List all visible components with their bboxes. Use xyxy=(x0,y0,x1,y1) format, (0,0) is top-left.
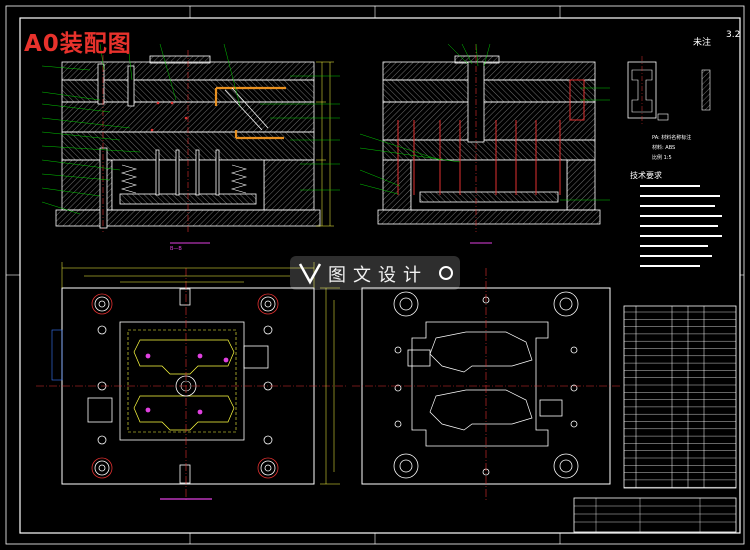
fixed-plate-plan-view xyxy=(352,268,620,500)
watermark-logo-icon xyxy=(290,256,460,290)
part-name-caption: PA: 材料名称标注 xyxy=(652,135,692,141)
sheet-border xyxy=(5,5,745,545)
watermark: 图文设计 xyxy=(290,256,460,290)
part-material-caption: 材料: ABS xyxy=(652,145,676,151)
part-scale-caption: 比例 1:5 xyxy=(652,155,672,161)
parts-list-table xyxy=(623,305,737,489)
part-detail-view xyxy=(627,56,711,124)
front-section-view xyxy=(41,43,340,244)
technical-notes xyxy=(640,185,722,267)
title-block xyxy=(573,497,737,533)
watermark-text: 图文设计 xyxy=(328,265,428,286)
surface-roughness-value: 3.2 xyxy=(726,30,741,40)
front-view-label: B—B xyxy=(170,246,182,252)
surface-roughness-note: 未注 xyxy=(693,38,712,48)
side-section-view xyxy=(359,43,610,244)
moving-plate-plan-view xyxy=(36,262,346,500)
technical-notes-heading: 技术要求 xyxy=(630,171,662,180)
drawing-title: A0装配图 xyxy=(24,31,132,57)
